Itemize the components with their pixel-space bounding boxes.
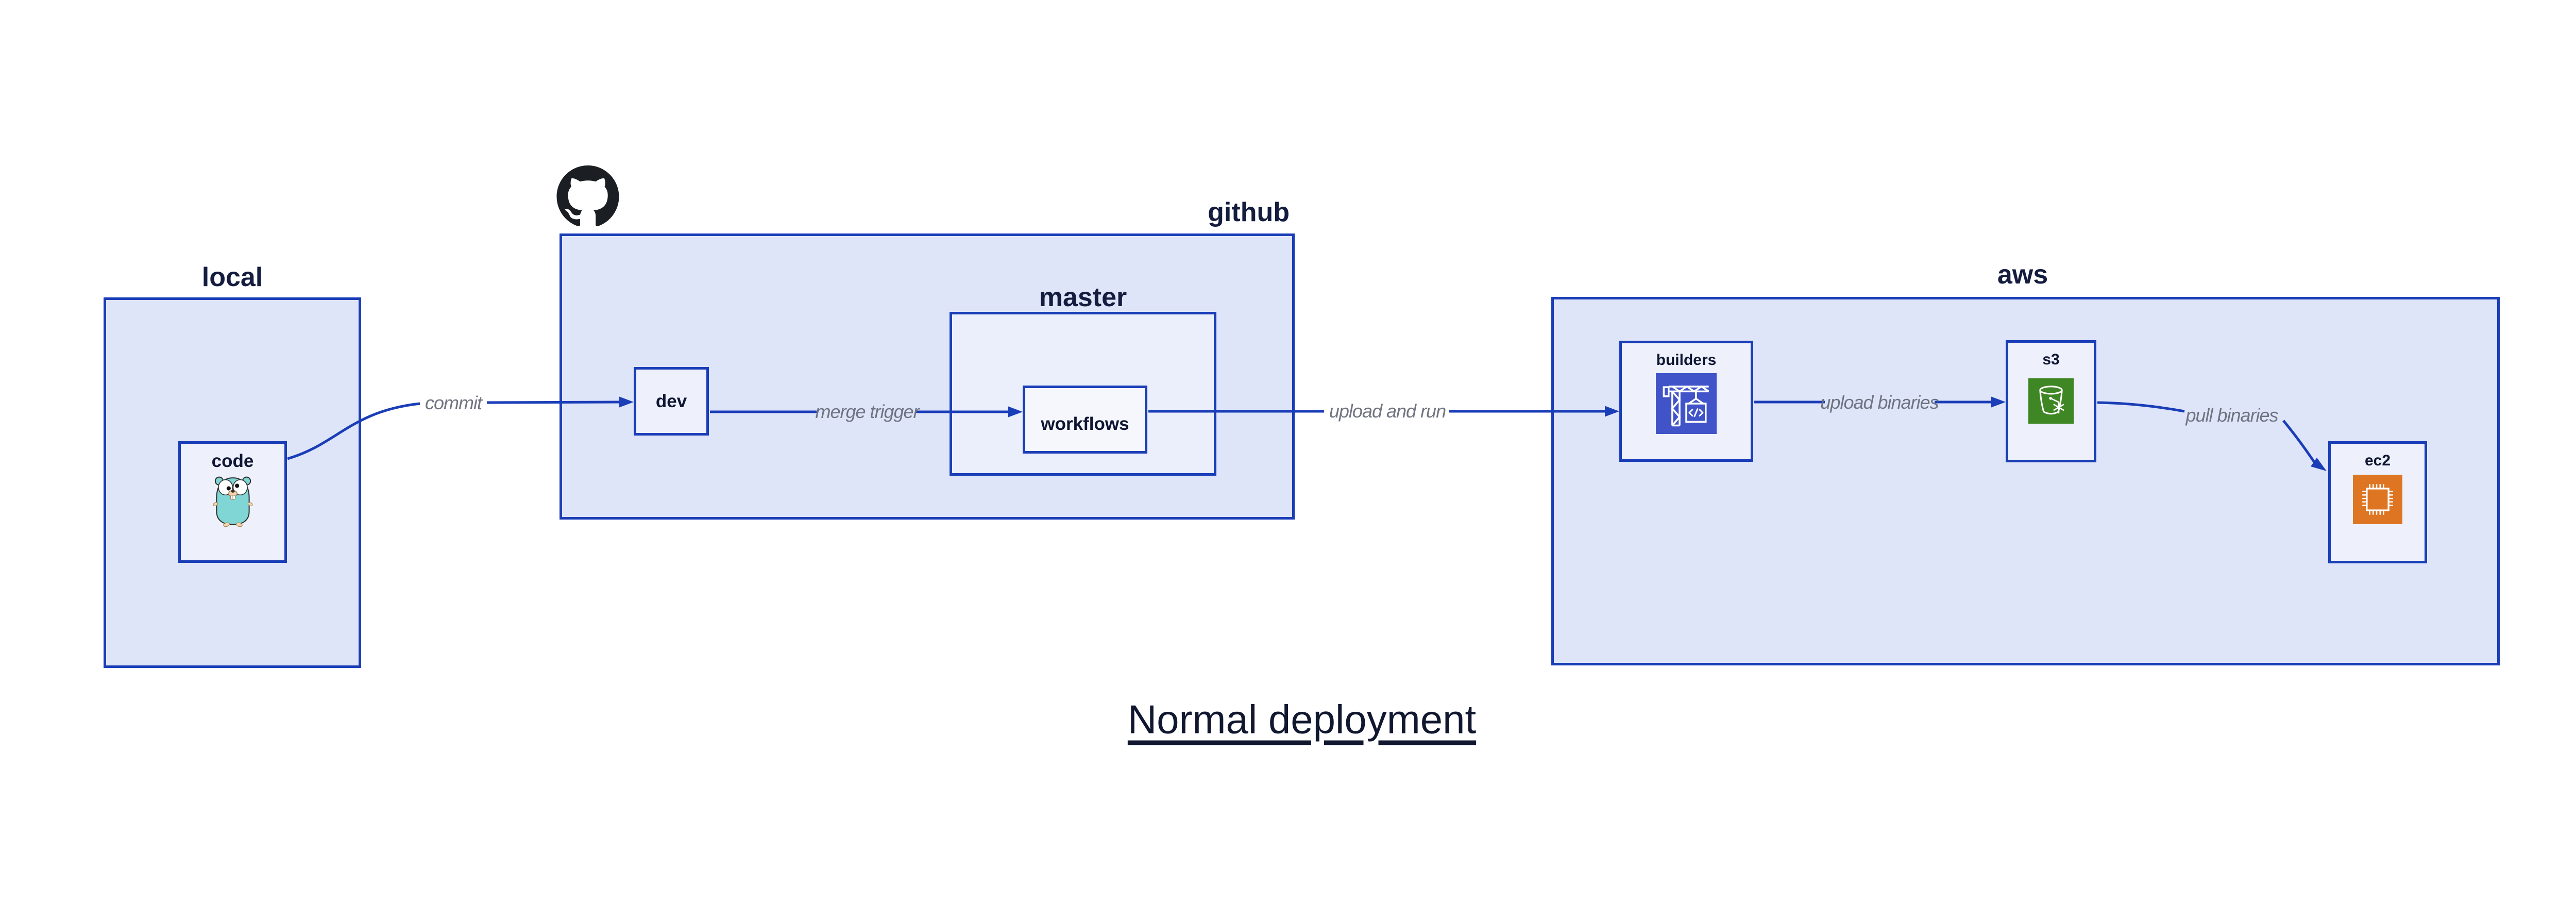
bucket-snowflake-icon bbox=[2028, 378, 2074, 424]
node-code-label: code bbox=[211, 451, 254, 471]
group-local-label: local bbox=[201, 262, 263, 292]
node-workflows: workflows bbox=[1023, 386, 1147, 454]
edge-commit-label: commit bbox=[425, 392, 482, 413]
node-s3: s3 bbox=[2006, 340, 2096, 462]
node-builders-label: builders bbox=[1656, 352, 1717, 369]
diagram-title: Normal deployment bbox=[1127, 696, 1477, 742]
node-code: code bbox=[178, 441, 287, 563]
edge-merge-trigger-label: merge trigger bbox=[815, 401, 919, 422]
node-ec2-label: ec2 bbox=[2364, 452, 2391, 469]
node-dev: dev bbox=[634, 367, 709, 436]
node-workflows-label: workflows bbox=[1041, 414, 1129, 434]
crane-code-box-icon bbox=[1656, 373, 1717, 434]
edge-upload-and-run-label: upload and run bbox=[1329, 400, 1446, 422]
node-dev-label: dev bbox=[655, 391, 687, 411]
node-s3-label: s3 bbox=[2042, 351, 2060, 368]
group-github-label: github bbox=[1208, 197, 1290, 227]
node-builders: builders bbox=[1619, 341, 1753, 462]
edge-upload-binaries-label: upload binaries bbox=[1820, 392, 1939, 413]
group-aws-label: aws bbox=[1997, 260, 2048, 290]
go-gopher-icon bbox=[212, 476, 253, 527]
chip-icon bbox=[2353, 475, 2402, 524]
group-master-label: master bbox=[1039, 282, 1127, 312]
edge-pull-binaries-label: pull binaries bbox=[2185, 405, 2278, 426]
github-octocat-logo-icon bbox=[556, 165, 620, 228]
node-ec2: ec2 bbox=[2328, 441, 2427, 563]
